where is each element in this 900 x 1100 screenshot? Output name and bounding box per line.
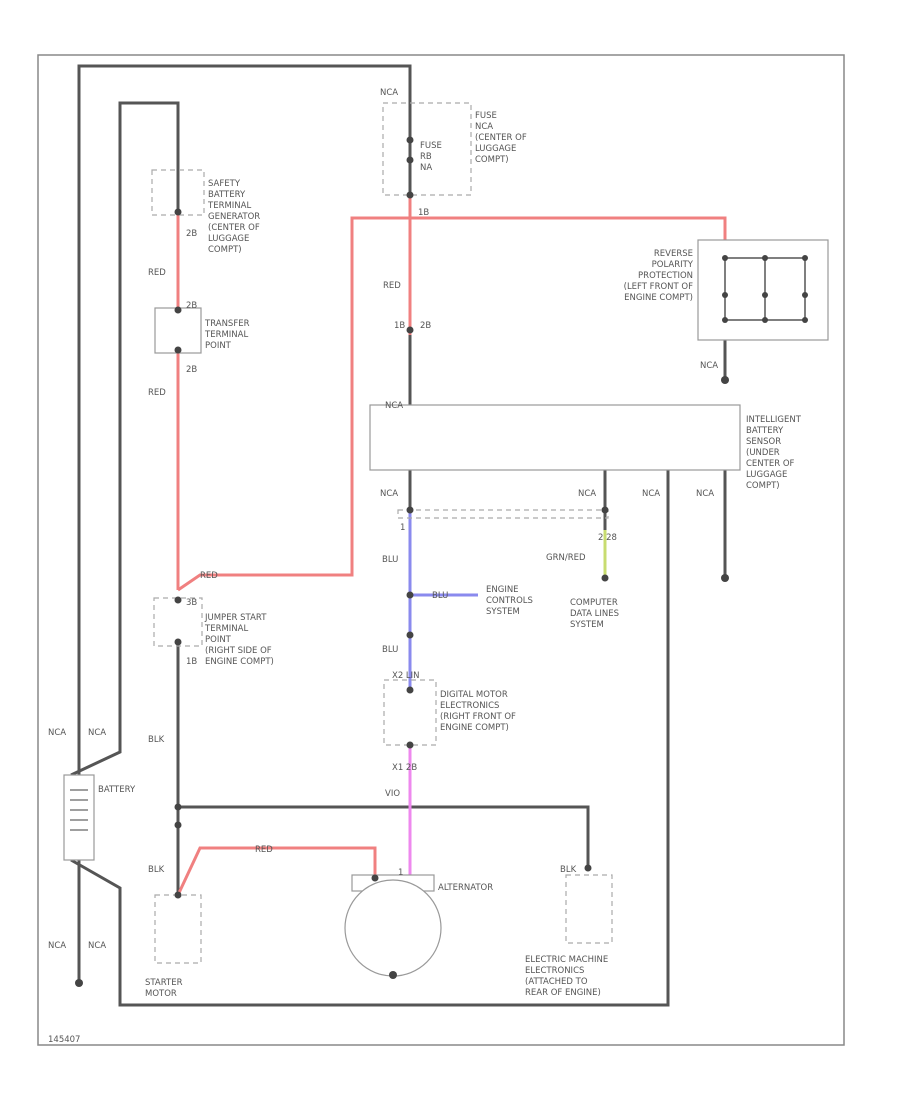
starter-box [154,894,202,964]
wire-label-blu: BLU [382,645,398,655]
reverse-polarity-box [697,239,829,341]
ibs-box [369,404,741,471]
alternator-label: ALTERNATOR [438,883,493,893]
junction-dots [75,136,808,987]
pin-label: 3B [186,598,197,608]
wire-label-nca: NCA [700,361,718,371]
diagram-frame [37,54,845,1046]
eme-box [565,874,613,944]
wire-blk-eme [178,805,590,868]
wire-label-red: RED [383,281,401,291]
wire-label-red: RED [255,845,273,855]
pin-label: 1 [398,868,403,878]
wire-label-nca: NCA [642,489,660,499]
pin-label: 1B [418,208,429,218]
pin-label: 2B [186,301,197,311]
safety-terminal-box [151,169,205,216]
battery-body [63,774,95,861]
wire-label-blk: BLK [148,735,165,745]
dme-pin-label: X2 LIN [392,671,420,681]
wire-label-vio: VIO [385,789,400,799]
pin-label: 2 28 [598,533,617,543]
wire-label-red: RED [148,388,166,398]
wire-label-nca: NCA [88,728,106,738]
ibs-connector-dash [397,509,609,519]
pin-label: 2B [186,229,197,239]
wire-label-red: RED [148,268,166,278]
pin-label: 1B [186,657,197,667]
wire-label-blu: BLU [382,555,398,565]
footer-id: 145407 [48,1035,80,1045]
fuse-nca-label: NCA [380,88,398,98]
wire-label-blk: BLK [148,865,165,875]
wire-label-blu: BLU [432,591,448,601]
battery-label: BATTERY [98,785,136,795]
dme-box [383,679,437,746]
wire-red-jumper-reverse [177,216,727,592]
alternator-body [344,879,442,977]
pin-label: 2B [186,365,197,375]
wire-label-nca: NCA [88,941,106,951]
wire-bottom-return [70,470,670,1007]
pin-label: 2B [420,321,431,331]
ibs-top-wire-label: NCA [385,401,403,411]
wire-label-red: RED [200,571,218,581]
wire-red-starter-alt [176,846,377,896]
wire-label-grnred: GRN/RED [546,553,586,563]
transfer-terminal-box [154,307,202,354]
jumper-start-box [153,597,203,647]
wire-label-nca: NCA [48,728,66,738]
wire-label-nca: NCA [578,489,596,499]
pin-label: 1B [394,321,405,331]
wire-label-nca: NCA [380,489,398,499]
wire-label-nca: NCA [48,941,66,951]
wire-battery-fuse-loop [77,64,412,775]
wire-battery-safety-loop [70,101,180,777]
wire-label-blk: BLK [560,865,577,875]
pin-label: 1 [400,523,405,533]
wire-label-nca: NCA [696,489,714,499]
pin-label: X1 2B [392,763,417,773]
